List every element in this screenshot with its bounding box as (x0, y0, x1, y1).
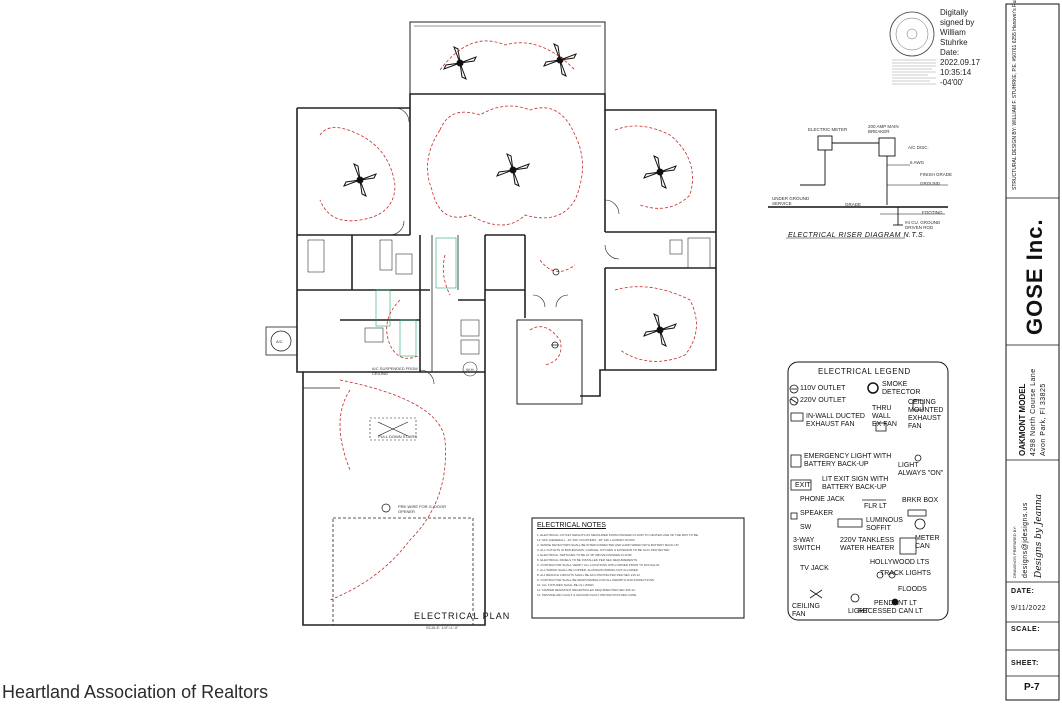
legend-thru-wall: THRU WALL EX FAN (872, 405, 897, 428)
riser-label: #4 CU. GROUND DRIVEN ROD (905, 220, 941, 230)
note-line: 11. TAMPER RESISTANT RECEPTACLES REQUIRE… (537, 588, 636, 592)
legend-sw: SW (800, 524, 812, 531)
note-line: 2. SMOKE DETECTORS SHALL BE INTERCONNECT… (537, 543, 679, 547)
plan-walls (265, 21, 717, 626)
note-line: 12. PROVIDE ARC FAULT & GROUND FAULT PRO… (537, 593, 638, 597)
note-line: 1. ELECTRICAL OUTLET HEIGHTS AS MEASURED… (537, 533, 699, 537)
signature-line: 2022.09.17 (940, 58, 981, 67)
note-line: 9. CONTRACTOR SHALL BE RESPONSIBLE FOR A… (537, 578, 655, 582)
signature-line: 10:35:14 (940, 68, 972, 77)
legend-smoke: SMOKE DETECTOR (882, 381, 921, 396)
riser-label: GROUND (920, 181, 940, 186)
legend-symbols (789, 382, 927, 606)
legend-tv: TV JACK (800, 565, 829, 572)
riser-label: FOOTING (922, 210, 943, 215)
legend-breaker: BRKR BOX (902, 497, 939, 504)
legend-ceiling-fan-light: CEILING FAN (792, 603, 821, 618)
riser-label: GRADE (845, 202, 862, 207)
riser-label: 200 AMP MAIN BREAKER (868, 124, 899, 134)
circuit-wiring (319, 40, 697, 601)
designer-signature: Designs by Jeanna (1034, 493, 1044, 578)
watermark: Heartland Association of Realtors (2, 682, 269, 702)
legend-outlet-220: 220V OUTLET (800, 397, 846, 404)
legend-soffit: LUMINOUS SOFFIT (866, 517, 903, 532)
ac-label: A/C (276, 339, 283, 344)
date-label: DATE: (1011, 588, 1035, 595)
plan-scale-note: SCALE: 1/4"=1'-0" (426, 625, 459, 630)
doors (389, 107, 620, 385)
legend-title: ELECTRICAL LEGEND (818, 367, 911, 376)
legend-floods: FLOODS (898, 586, 927, 593)
riser-label: FINISH GRADE (920, 172, 953, 177)
legend-exit-sign: LIT EXIT SIGN WITH BATTERY BACK-UP (822, 476, 889, 491)
sheet-number: P-7 (1024, 682, 1040, 693)
legend-light: LIGHT (848, 608, 869, 615)
legend-track: TRACK LIGHTS (880, 570, 931, 577)
legend-meter: METER CAN (915, 535, 940, 550)
note-line: 8. ALL BRANCH CIRCUITS SHALL BE AFCI PRO… (537, 573, 641, 577)
riser-diagram (768, 135, 948, 239)
signature-line: Date: (940, 48, 960, 57)
address-line-1: 4298 North Course Lane (1030, 368, 1037, 456)
signature-line: -04'00' (940, 78, 964, 87)
note-line: 6. CONTRACTOR SHALL VERIFY ALL LOCATIONS… (537, 563, 661, 567)
note-line: 10. ALL FIXTURES SHALL BE UL LISTED. (537, 583, 595, 587)
designer-email: designs@jdesigns.us (1022, 502, 1029, 578)
riser-label: A/C DISC. (908, 145, 929, 150)
address-line-2: Avon Park, Fl 33825 (1040, 383, 1047, 456)
notes-title: ELECTRICAL NOTES (537, 522, 606, 529)
water-heater-label: W.H. (466, 367, 475, 372)
digital-signature: Digitally signed by William Stuhrke Date… (940, 8, 1002, 88)
plan-title: ELECTRICAL PLAN (414, 611, 511, 621)
notes-box (531, 517, 745, 619)
riser-label: UNDER GROUND SERVICE (772, 196, 810, 206)
legend-ceiling-fan: CEILING MOUNTED EXHAUST FAN (908, 399, 944, 430)
prepared-by: DRAWINGS PREPARED BY: (1012, 525, 1017, 578)
stairs-label: PULL DOWN STAIRS (378, 434, 417, 439)
sheet-label: SHEET: (1011, 660, 1039, 667)
legend-pendant: PENDANT LT (874, 600, 917, 607)
legend-recessed: RECESSED CAN LT (858, 608, 923, 615)
note-line: 4. ELECTRICAL SWITCHES TO BE AT 48" ABOV… (537, 553, 633, 557)
note-line: 3. ALL OUTLETS IN BATHROOMS, GARAGE, KIT… (537, 548, 671, 552)
model-name: OAKMONT MODEL (1018, 383, 1027, 456)
legend-emergency: EMERGENCY LIGHT WITH BATTERY BACK-UP (804, 453, 892, 468)
signature-line: Stuhrke (940, 38, 968, 47)
title-block-frame (1005, 3, 1060, 701)
note-line: 7. ALL WIRING SHALL BE COPPER. ALUMINUM … (537, 568, 639, 572)
legend-speaker: SPEAKER (800, 510, 834, 517)
signature-line: signed by (940, 18, 975, 27)
scale-label: SCALE: (1011, 626, 1041, 633)
legend-hollywood: HOLLYWOOD LTS (870, 559, 930, 566)
note-line: 12" AFF (GENERAL) - 42" AFF COUNTERS - 4… (537, 538, 635, 542)
legend-in-wall-fan: IN-WALL DUCTED EXHAUST FAN (806, 413, 865, 428)
riser-label: 6 AWG (910, 160, 925, 165)
legend-exit-box: EXIT (795, 482, 811, 489)
ceiling-fan-symbols (342, 42, 678, 348)
legend-phone: PHONE JACK (800, 496, 845, 503)
legend-threeway: 3-WAY SWITCH (793, 537, 821, 552)
riser-title: ELECTRICAL RISER DIAGRAM N.T.S. (788, 232, 926, 239)
plan-fixtures (307, 237, 711, 377)
legend-box (787, 361, 949, 621)
pull-down-stairs (377, 421, 409, 437)
signature-line: Digitally (940, 8, 969, 17)
attic-label: A/C SUSPENDED FROM CEILING (372, 366, 418, 376)
legend-flr: FLR LT (864, 503, 887, 510)
legend-tankless: 220V TANKLESS WATER HEATER (840, 537, 895, 552)
signature-line: William (940, 28, 966, 37)
garage-door-label: PRE-WIRE FOR G. DOOR OPENER (398, 504, 446, 514)
note-line: 5. ELECTRICAL PANELS TO BE INSTALLED PER… (537, 558, 638, 562)
legend-outlet-110: 110V OUTLET (800, 385, 846, 392)
date-value: 9/11/2022 (1011, 605, 1047, 612)
light-fixtures (270, 268, 560, 513)
company-logo: GOSE Inc. (1022, 218, 1047, 335)
engineer-info: STRUCTURAL DESIGN BY: WILLIAM F. STUHRKE… (1012, 0, 1018, 190)
legend-light-on: LIGHT ALWAYS "ON" (898, 462, 944, 477)
engineer-seal (889, 11, 936, 85)
riser-label: ELECTRIC METER (808, 127, 848, 132)
